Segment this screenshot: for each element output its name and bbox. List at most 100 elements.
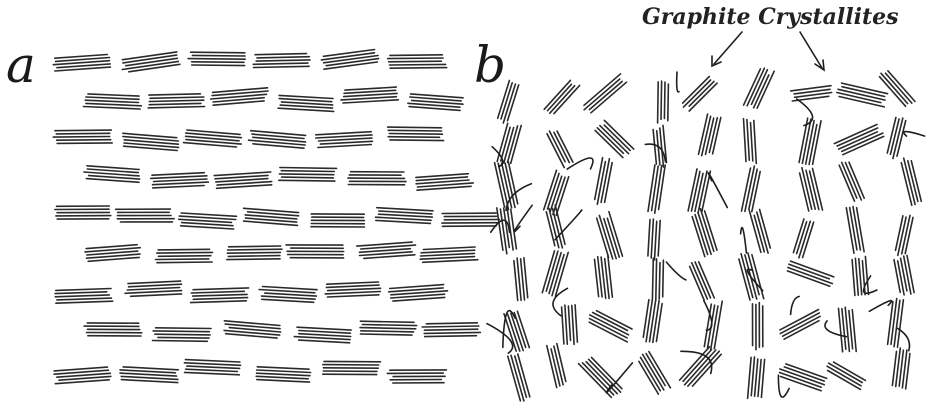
graphene-layer <box>262 299 314 302</box>
graphene-layer <box>281 102 332 105</box>
crystallite-stack <box>83 94 141 109</box>
graphene-layer <box>85 100 138 102</box>
graphene-layer <box>591 82 627 113</box>
graphene-layer <box>262 296 316 299</box>
graphene-layer <box>294 337 350 340</box>
graphene-layer <box>228 256 280 257</box>
crystallite-stack <box>188 52 245 65</box>
graphene-layer <box>256 376 308 379</box>
graphene-layer <box>324 50 375 57</box>
graphene-layer <box>56 133 110 134</box>
graphene-layer <box>129 284 182 287</box>
graphene-layer <box>88 94 139 96</box>
graphene-layer <box>158 337 209 338</box>
graphene-layer <box>661 81 662 119</box>
graphene-layer <box>318 145 371 148</box>
crystallite-stack <box>495 162 518 209</box>
graphene-layer <box>898 261 904 295</box>
graphene-layer <box>360 334 412 335</box>
crystallite-stack <box>742 166 761 212</box>
crystallite-stack <box>389 285 448 302</box>
graphene-layer <box>421 253 475 256</box>
crystallite-stack <box>894 255 914 295</box>
graphene-layer <box>254 66 310 67</box>
graphene-layer <box>668 84 669 121</box>
graphene-layer <box>653 130 656 165</box>
graphene-layer <box>326 285 379 287</box>
crystallite-stack <box>892 348 910 389</box>
crystallite-stack <box>896 215 914 255</box>
graphene-layer <box>185 360 240 362</box>
panel-a-crystallites <box>53 50 499 384</box>
graphene-layer <box>155 334 210 335</box>
graphene-layer <box>153 341 208 342</box>
graphite-crystallites-annotation: Graphite Crystallites <box>642 4 899 30</box>
graphene-layer <box>426 323 477 324</box>
graphene-layer <box>53 137 109 138</box>
crystallite-stack <box>224 321 281 338</box>
crystallite-stack <box>54 367 111 384</box>
connecting-link <box>869 301 891 312</box>
graphene-layer <box>193 288 249 290</box>
graphene-layer <box>149 94 201 95</box>
graphene-layer <box>154 179 207 182</box>
crystallite-stack <box>123 133 179 150</box>
graphene-layer <box>259 290 315 293</box>
crystallite-stack <box>562 305 578 345</box>
crystallite-stack <box>692 209 717 257</box>
crystallite-stack <box>753 303 763 350</box>
graphene-layer <box>343 100 398 103</box>
graphene-layer <box>131 294 182 296</box>
graphene-layer <box>652 166 659 211</box>
graphene-layer <box>253 63 308 64</box>
graphene-layer <box>389 61 442 62</box>
crystallite-stack <box>388 127 444 141</box>
crystallite-stack <box>497 207 517 254</box>
crystallite-stack <box>690 262 715 300</box>
crystallite-stack <box>653 125 666 167</box>
graphene-layer <box>544 170 557 210</box>
crystallite-stack <box>887 118 905 159</box>
crystallite-stack <box>504 311 529 351</box>
graphene-layer <box>390 64 446 65</box>
graphene-layer <box>837 128 877 146</box>
graphene-layer <box>859 259 862 295</box>
crystallite-stack <box>420 247 478 262</box>
graphene-layer <box>658 220 660 256</box>
graphene-layer <box>255 54 306 55</box>
arrow-right <box>800 32 822 68</box>
graphene-layer <box>562 307 564 344</box>
graphene-layer <box>182 223 233 226</box>
graphene-layer <box>152 173 204 176</box>
graphene-layer <box>692 217 705 257</box>
graphene-layer <box>128 281 181 284</box>
graphene-layer <box>344 90 396 93</box>
crystallite-stack <box>259 287 317 303</box>
crystallite-stack <box>901 158 921 205</box>
crystallite-stack <box>316 132 373 148</box>
graphene-layer <box>904 256 911 294</box>
graphene-layer <box>278 108 334 111</box>
graphene-layer <box>850 208 857 250</box>
crystallite-stack <box>179 213 237 229</box>
crystallite-stack <box>211 88 268 105</box>
graphene-layer <box>656 259 657 300</box>
crystallite-stack <box>227 246 282 260</box>
graphene-layer <box>853 207 860 250</box>
graphene-layer <box>597 311 633 329</box>
crystallite-stack <box>799 118 821 164</box>
crystallite-stack <box>584 74 627 113</box>
graphene-layer <box>184 363 240 366</box>
graphene-layer <box>780 369 824 385</box>
graphene-layer <box>185 372 240 374</box>
crystallite-stack <box>846 207 864 254</box>
crystallite-stack <box>595 255 613 299</box>
graphene-layer <box>388 58 443 59</box>
graphene-layer <box>265 293 317 296</box>
graphene-layer <box>652 258 653 300</box>
crystallite-stack <box>321 50 378 70</box>
graphene-layer <box>192 62 244 63</box>
crystallite-stack <box>699 114 721 156</box>
